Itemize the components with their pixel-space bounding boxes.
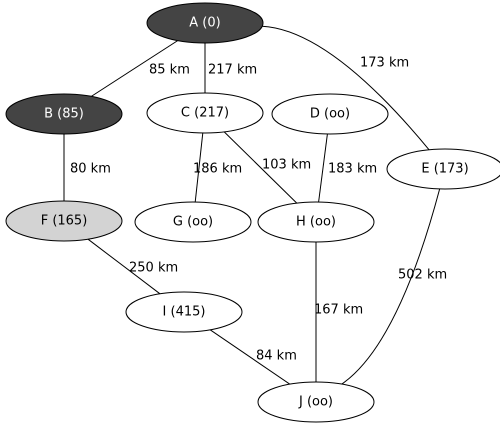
node-label-h: H (oo) — [296, 215, 336, 230]
nodes-layer: A (0) B (85) C (217) D (oo) E (173) F (165) G … — [5, 2, 500, 423]
node-h: H (oo) — [257, 201, 375, 243]
node-g: G (oo) — [134, 201, 252, 243]
node-label-a: A (0) — [189, 16, 220, 31]
node-label-d: D (oo) — [310, 107, 350, 122]
node-label-g: G (oo) — [173, 215, 213, 230]
node-ellipse-g — [134, 201, 252, 243]
edge-label-c-h: 103 km — [262, 158, 311, 173]
edge-f-i — [87, 238, 161, 295]
node-label-f: F (165) — [41, 214, 88, 229]
edge-labels-layer: 85 km 217 km 173 km 80 km 186 km 103 km 183 km… — [70, 56, 447, 364]
edge-label-i-j: 84 km — [256, 349, 297, 364]
edge-i-j — [209, 329, 291, 385]
node-a: A (0) — [146, 2, 264, 44]
edge-a-e — [262, 25, 430, 151]
node-ellipse-j — [257, 381, 375, 423]
node-label-j: J (oo) — [298, 395, 333, 410]
node-ellipse-i — [125, 291, 243, 333]
edge-label-b-f: 80 km — [70, 162, 111, 177]
node-label-c: C (217) — [181, 106, 229, 121]
node-ellipse-b — [5, 93, 123, 135]
node-d: D (oo) — [271, 93, 389, 135]
edge-label-a-c: 217 km — [208, 63, 257, 78]
edge-label-a-b: 85 km — [149, 63, 190, 78]
node-label-i: I (415) — [163, 305, 206, 320]
node-c: C (217) — [146, 92, 264, 134]
node-j: J (oo) — [257, 381, 375, 423]
edge-label-d-h: 183 km — [328, 162, 377, 177]
node-ellipse-d — [271, 93, 389, 135]
edge-label-c-g: 186 km — [193, 162, 242, 177]
node-i: I (415) — [125, 291, 243, 333]
node-ellipse-f — [5, 200, 123, 242]
edge-label-h-j: 167 km — [314, 303, 363, 318]
node-label-e: E (173) — [421, 162, 468, 177]
node-label-b: B (85) — [44, 107, 84, 122]
node-ellipse-a — [146, 2, 264, 44]
node-b: B (85) — [5, 93, 123, 135]
edge-c-g — [194, 132, 204, 203]
edge-label-e-j: 502 km — [398, 268, 447, 283]
node-e: E (173) — [386, 148, 500, 190]
edge-c-h — [223, 131, 298, 204]
edge-label-a-e: 173 km — [360, 56, 409, 71]
edge-d-h — [318, 133, 328, 203]
node-ellipse-h — [257, 201, 375, 243]
edge-e-j — [341, 188, 441, 385]
node-f: F (165) — [5, 200, 123, 242]
edge-a-b — [91, 40, 178, 97]
edge-label-f-i: 250 km — [129, 261, 178, 276]
node-ellipse-c — [146, 92, 264, 134]
edges-layer — [63, 25, 441, 385]
node-ellipse-e — [386, 148, 500, 190]
